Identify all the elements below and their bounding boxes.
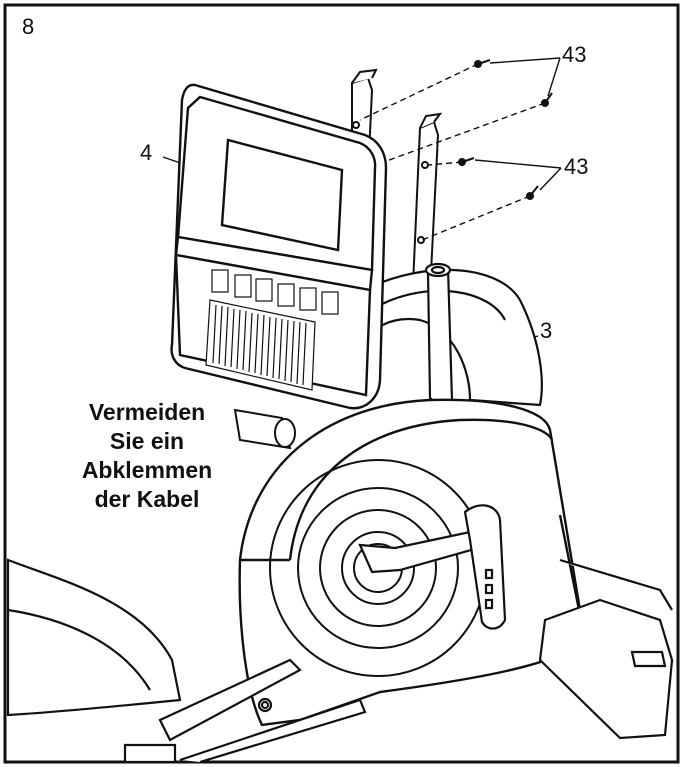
handlebar [424, 262, 454, 407]
warning-line-2: Sie ein [109, 428, 185, 454]
callout-4-console: 4 [140, 140, 153, 165]
console [170, 83, 388, 410]
cable-warning-text: Vermeiden Sie ein Abklemmen der Kabel [52, 398, 242, 514]
callout-43-lower: 43 [564, 154, 589, 179]
warning-line-3: Abklemmen [81, 457, 213, 483]
screws-43 [458, 59, 553, 200]
callout-3-upright: 3 [540, 318, 553, 343]
figure-frame [3, 3, 680, 764]
crank-pedal [358, 504, 507, 630]
screw-guide-lines [359, 63, 546, 241]
base-stabilizer [538, 558, 674, 740]
warning-line-1: Vermeiden [88, 399, 206, 425]
seat-assembly [6, 558, 367, 764]
callout-43-upper: 43 [562, 42, 587, 67]
step-number: 8 [22, 14, 35, 39]
warning-line-4: der Kabel [94, 486, 200, 512]
bike-upright [343, 268, 543, 407]
console-display [220, 138, 344, 252]
cable-bundle [233, 408, 296, 450]
